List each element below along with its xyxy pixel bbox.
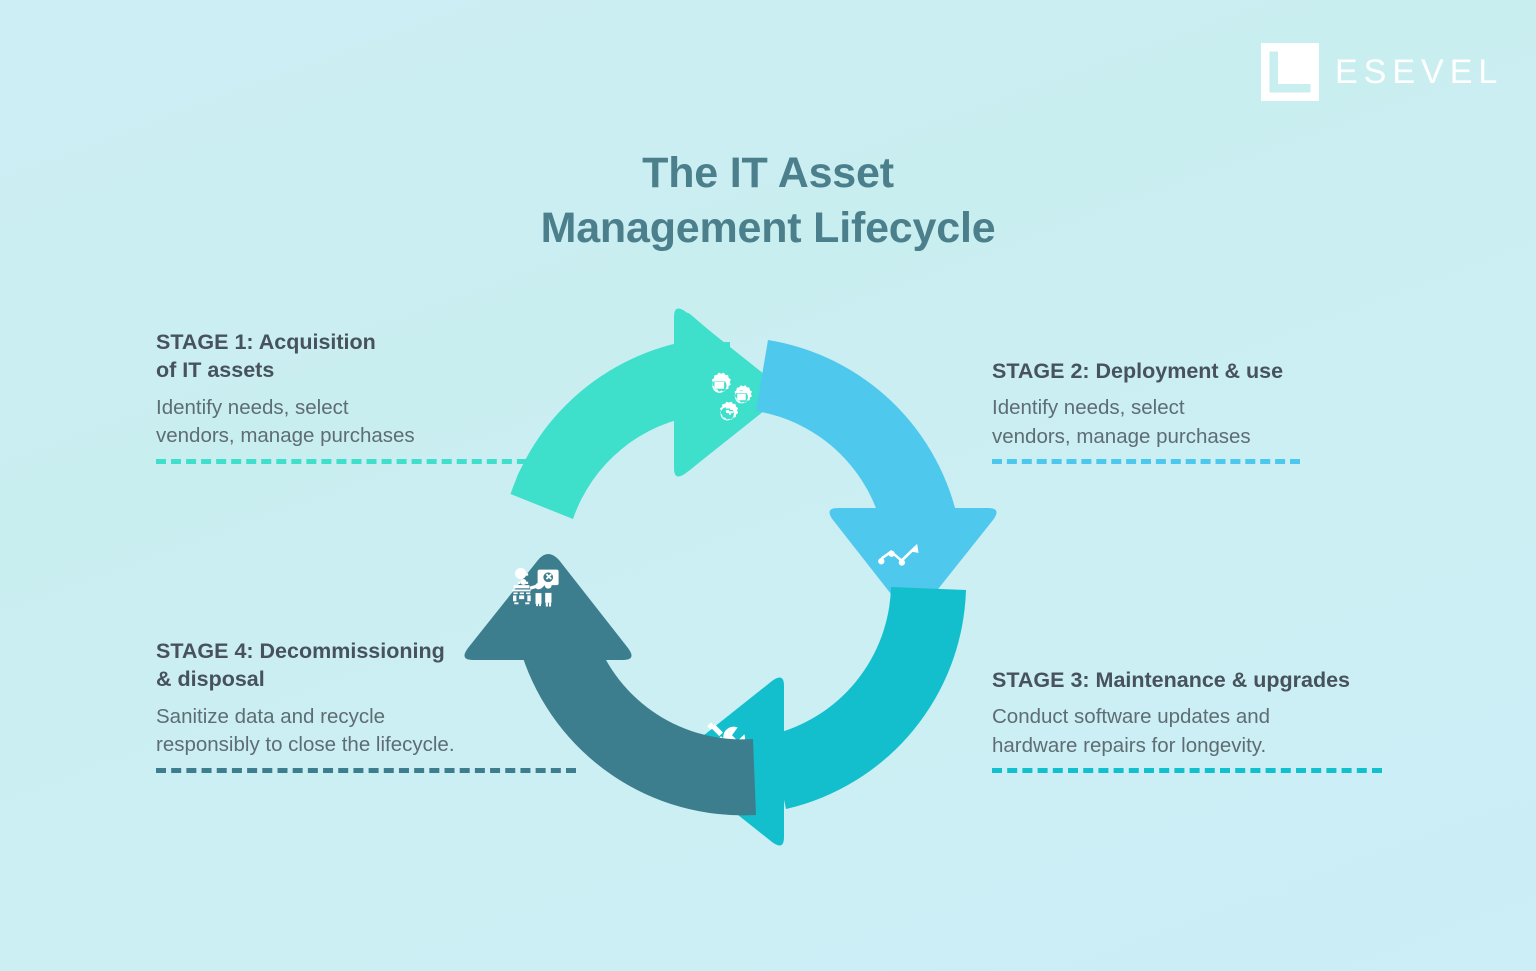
stage-block-1: STAGE 1: Acquisition of IT assets Identi… [156, 328, 576, 450]
stage-block-3: STAGE 3: Maintenance & upgrades Conduct … [992, 666, 1412, 760]
page-title-line-2: Management Lifecycle [540, 203, 996, 252]
cycle-segment-stage-2 [756, 340, 997, 614]
stage-4-divider [156, 768, 576, 773]
esevel-square-spiral-logo-icon [1261, 43, 1319, 101]
stage-3-heading: STAGE 3: Maintenance & upgrades [992, 668, 1351, 692]
stage-3-divider [992, 768, 1382, 773]
stage-2-body: Identify needs, select vendors, manage p… [992, 396, 1251, 448]
page-title: The IT Asset Management Lifecycle [0, 146, 1536, 256]
line-chart-growth-icon [878, 543, 919, 566]
stage-1-body: Identify needs, select vendors, manage p… [156, 395, 415, 448]
stage-block-2: STAGE 2: Deployment & use Identify needs… [992, 357, 1412, 451]
stage-4-body: Sanitize data and recycle responsibly to… [156, 704, 455, 757]
stage-4-heading: STAGE 4: Decommissioning & disposal [156, 639, 445, 692]
gears-shop-box-dollar-icon [711, 372, 752, 421]
stage-1-divider [156, 459, 572, 464]
stage-block-4: STAGE 4: Decommissioning & disposal Sani… [156, 637, 576, 759]
lifecycle-diagram [450, 298, 1010, 858]
people-machine-decommission-icon [512, 567, 559, 607]
cycle-segment-stage-4 [464, 554, 756, 816]
brand-logo: ESEVEL [1261, 43, 1503, 101]
brand-name: ESEVEL [1335, 53, 1504, 91]
stage-2-heading: STAGE 2: Deployment & use [992, 359, 1284, 383]
stage-1-heading: STAGE 1: Acquisition of IT assets [156, 330, 376, 383]
page-title-line-1: The IT Asset [642, 148, 894, 197]
stage-2-divider [992, 459, 1300, 464]
stage-3-body: Conduct software updates and hardware re… [992, 705, 1271, 757]
